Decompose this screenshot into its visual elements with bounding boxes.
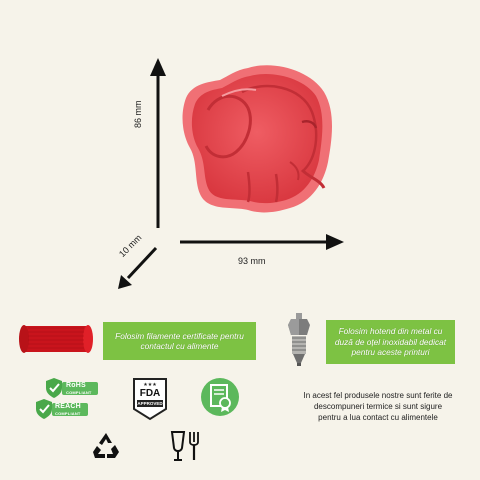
nozzle-icon xyxy=(288,313,310,366)
fda-approved-icon: ★★★ xyxy=(133,378,167,421)
rohs-title: RoHS xyxy=(66,382,86,389)
recycle-icon xyxy=(93,433,119,458)
reach-title: REACH xyxy=(55,403,81,410)
elephant-cookie-cutter-image xyxy=(182,65,332,213)
filament-spool-icon xyxy=(19,325,93,353)
height-label: 86 mm xyxy=(133,100,143,128)
feature-filament-text: Folosim filamente certificate pentru con… xyxy=(103,322,256,360)
fda-subtitle: APPROVED xyxy=(137,401,163,406)
svg-text:★★★: ★★★ xyxy=(143,382,157,388)
feature-nozzle-text: Folosim hotend din metal cu duză de oțel… xyxy=(326,320,455,364)
reach-subtitle: COMPLIANT xyxy=(55,411,81,416)
food-safe-icon xyxy=(170,431,199,461)
width-label: 93 mm xyxy=(238,256,266,266)
rohs-subtitle: COMPLIANT xyxy=(66,390,92,395)
rohs-badge-icon xyxy=(46,378,98,398)
certificate-icon xyxy=(201,378,239,416)
reach-badge-icon xyxy=(36,399,88,419)
fda-title: FDA xyxy=(139,388,161,399)
info-text: In acest fel produsele nostre sunt ferit… xyxy=(303,391,453,422)
dimension-arrows xyxy=(118,58,344,289)
